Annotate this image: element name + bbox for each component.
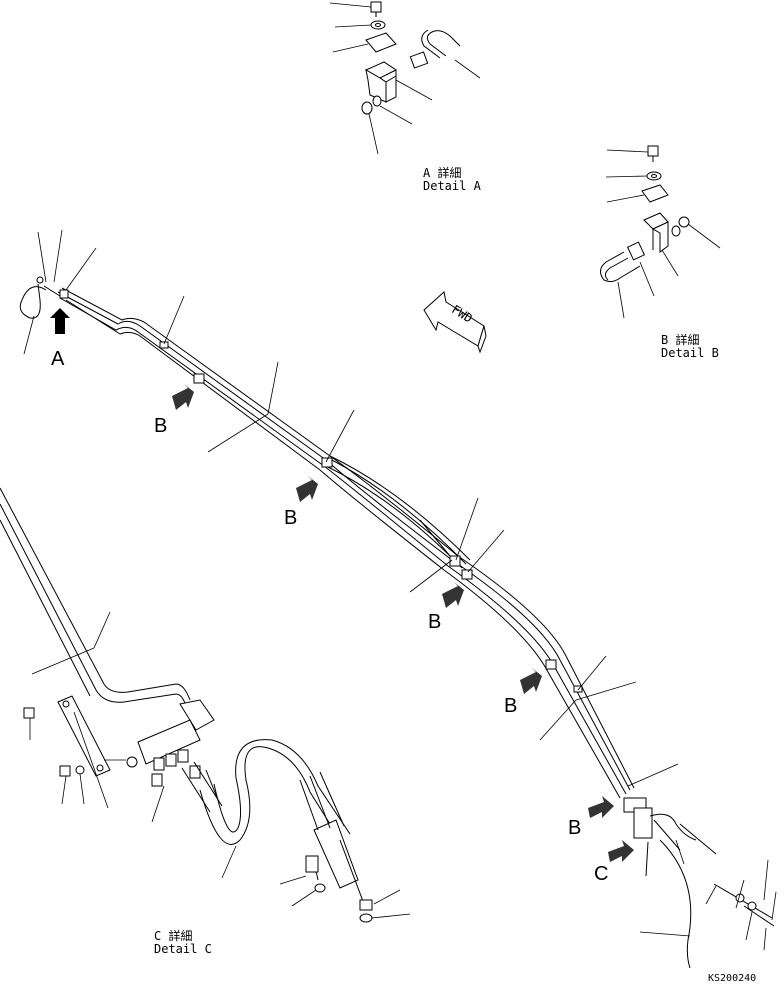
detail-a-title-en: Detail A [423, 179, 482, 193]
view-label-b: B [504, 695, 517, 717]
view-arrow-c: C [594, 840, 634, 885]
washer [334, 20, 386, 30]
forward-arrow-icon: FWD [423, 291, 487, 354]
view-label-b: B [428, 611, 441, 633]
corrugated-hose [151, 739, 351, 879]
view-label-b: B [154, 415, 167, 437]
lock-washer [372, 95, 413, 125]
harness-end-loop [19, 283, 47, 319]
clamp [59, 289, 69, 299]
nut [361, 101, 379, 155]
clamp [449, 555, 461, 567]
view-arrow-b: B [428, 582, 464, 633]
clamp [193, 373, 205, 384]
clamp [321, 457, 333, 468]
connector [126, 699, 215, 787]
detail-c-title-en: Detail C [154, 942, 212, 956]
view-label-b: B [568, 817, 581, 839]
bolt [23, 707, 35, 740]
branch-harness [279, 771, 411, 923]
view-label-b: B [284, 507, 297, 529]
view-arrow-b: B [154, 384, 194, 437]
plate [332, 32, 397, 53]
clamp [409, 29, 481, 79]
view-arrow-b: B [284, 476, 318, 529]
bolt-set [705, 859, 777, 951]
clamp [600, 241, 655, 319]
detail-c-assembly: C 詳細 Detail C [0, 487, 411, 956]
view-arrow-b: B [568, 796, 614, 839]
view-label-c: C [594, 863, 608, 885]
drawing-code: KS200240 [708, 973, 756, 984]
bracket [364, 61, 433, 103]
bracket [643, 212, 679, 277]
clamp [545, 659, 557, 670]
clamp [461, 569, 473, 580]
view-label-a: A [51, 348, 65, 370]
view-arrow-a: A [50, 308, 70, 370]
bolt [606, 145, 659, 162]
detail-c-title-jp: C 詳細 [154, 928, 192, 943]
nut [671, 216, 721, 249]
clamp [159, 341, 169, 349]
bolt [59, 765, 85, 805]
clamp [573, 685, 583, 693]
bolt [329, 1, 382, 17]
detail-b-assembly: B 詳細 Detail B [600, 145, 721, 360]
view-arrow-b: B [504, 668, 542, 717]
strap [57, 695, 126, 809]
detail-b-title-jp: B 詳細 [661, 332, 699, 347]
plate [606, 184, 669, 203]
washer [605, 171, 662, 181]
detail-a-title-jp: A 詳細 [423, 165, 461, 180]
main-harness [19, 229, 777, 969]
connector [623, 797, 717, 969]
detail-a-assembly: A 詳細 Detail A [329, 1, 482, 193]
detail-b-title-en: Detail B [661, 346, 719, 360]
